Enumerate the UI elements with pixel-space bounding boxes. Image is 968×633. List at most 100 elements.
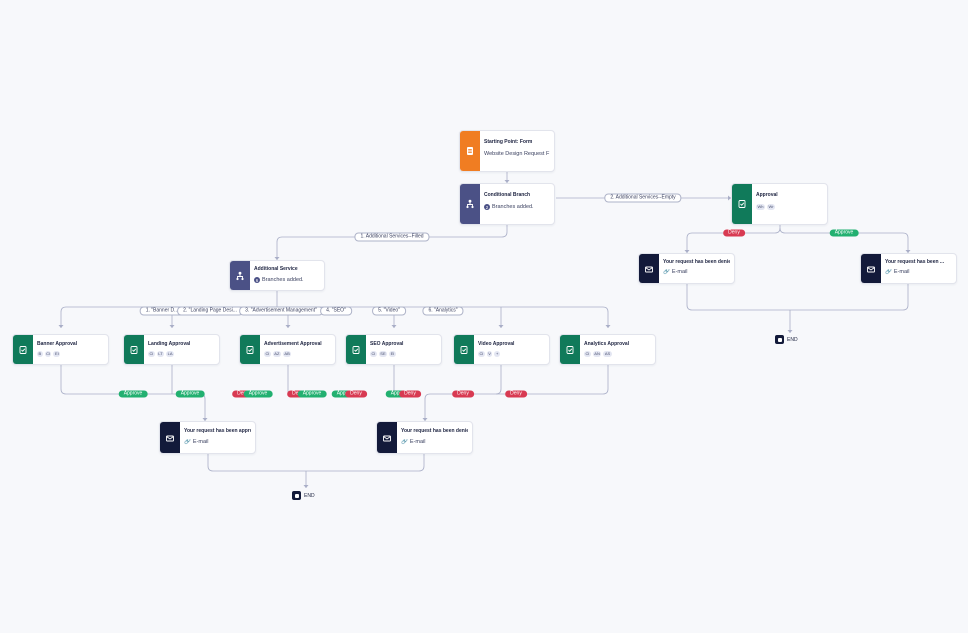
node-title: Your request has been ... bbox=[885, 259, 945, 265]
branch-label-seo[interactable]: 4. "SEO" bbox=[320, 306, 352, 316]
approver-chip: Cl bbox=[148, 351, 155, 357]
approver-chip: LT bbox=[156, 351, 165, 357]
channel-label: E-mail bbox=[893, 269, 910, 275]
node-subtitle: 🔗E-mail bbox=[184, 439, 251, 445]
branch-label-landing[interactable]: 2. "Landing Page Desi... bbox=[177, 306, 243, 316]
branch-label-analytics[interactable]: 6. "Analytics" bbox=[422, 306, 464, 316]
branch-count-badge: 2 bbox=[484, 204, 490, 210]
node-title: Banner Approval bbox=[37, 341, 78, 347]
node-subtitle: 🔗E-mail bbox=[663, 269, 730, 275]
approver-chip: Cl bbox=[584, 351, 591, 357]
stop-icon bbox=[775, 335, 784, 344]
end-marker-left[interactable]: END bbox=[292, 491, 315, 500]
deny-label[interactable]: Deny bbox=[399, 390, 421, 398]
approval-icon bbox=[240, 335, 260, 364]
approval-icon bbox=[124, 335, 144, 364]
approve-label[interactable]: Approve bbox=[175, 390, 205, 398]
deny-label[interactable]: Deny bbox=[723, 229, 745, 237]
approver-chip: AB bbox=[282, 351, 292, 357]
approver-chip: SE bbox=[378, 351, 388, 357]
approver-chip: + bbox=[494, 351, 500, 357]
approver-chip: V bbox=[486, 351, 493, 357]
branch-label-additional-empty[interactable]: 2. Additional Services--Empty bbox=[604, 193, 682, 203]
approver-chip: Cl bbox=[264, 351, 271, 357]
approver-chip: AZ bbox=[272, 351, 281, 357]
node-starting-form[interactable]: Starting Point: Form Website Design Requ… bbox=[459, 130, 555, 172]
approve-label[interactable]: Approve bbox=[829, 229, 859, 237]
end-label: END bbox=[304, 492, 315, 499]
node-email-approved[interactable]: Your request has been appro... 🔗E-mail bbox=[159, 421, 256, 454]
branch-icon bbox=[230, 261, 250, 290]
branch-icon bbox=[460, 184, 480, 224]
deny-label[interactable]: Deny bbox=[505, 390, 527, 398]
email-icon bbox=[861, 254, 881, 283]
approve-label[interactable]: Approve bbox=[297, 390, 327, 398]
deny-label[interactable]: Deny bbox=[232, 390, 254, 398]
email-icon bbox=[377, 422, 397, 453]
approve-label[interactable]: Approve bbox=[243, 390, 273, 398]
node-title: Conditional Branch bbox=[484, 192, 531, 198]
deny-label[interactable]: Deny bbox=[452, 390, 474, 398]
approve-label[interactable]: Approve bbox=[118, 390, 148, 398]
branch-label-additional-filled[interactable]: 1. Additional Services--Filled bbox=[354, 232, 430, 242]
approver-chip: AS bbox=[603, 351, 612, 357]
branch-status: Branches added. bbox=[492, 204, 534, 210]
branch-status: Branches added. bbox=[262, 277, 304, 283]
approver-chip: EI bbox=[389, 351, 396, 357]
branch-label-video[interactable]: 5. "Video" bbox=[372, 306, 406, 316]
node-title: Analytics Approval bbox=[584, 341, 630, 347]
form-icon bbox=[460, 131, 480, 171]
node-email-denied-right-2[interactable]: Your request has been ... 🔗E-mail bbox=[860, 253, 957, 284]
node-title: Additional Service bbox=[254, 266, 298, 272]
channel-label: E-mail bbox=[409, 439, 426, 445]
node-title: Your request has been appro... bbox=[184, 428, 251, 434]
approver-chip: Cl bbox=[370, 351, 377, 357]
end-label: END bbox=[787, 336, 798, 343]
channel-label: E-mail bbox=[671, 269, 688, 275]
channel-label: E-mail bbox=[192, 439, 209, 445]
link-icon: 🔗 bbox=[663, 269, 670, 275]
node-title: SEO Approval bbox=[370, 341, 404, 347]
node-title: Landing Approval bbox=[148, 341, 191, 347]
node-title: Advertisement Approval bbox=[264, 341, 322, 347]
approver-chip: Cl bbox=[44, 351, 52, 357]
node-email-denied-left[interactable]: Your request has been denied. 🔗E-mail bbox=[376, 421, 473, 454]
node-title: Starting Point: Form bbox=[484, 139, 533, 145]
node-subtitle: Website Design Request F bbox=[484, 151, 550, 157]
node-email-denied-right[interactable]: Your request has been denied. 🔗E-mail bbox=[638, 253, 735, 284]
approval-icon bbox=[13, 335, 33, 364]
deny-label[interactable]: Deny bbox=[345, 390, 367, 398]
node-subtitle: 🔗E-mail bbox=[885, 269, 952, 275]
approver-chip: B bbox=[37, 351, 43, 357]
approver-chip: Cl bbox=[478, 351, 485, 357]
end-marker-right[interactable]: END bbox=[775, 335, 798, 344]
node-title: Video Approval bbox=[478, 341, 515, 347]
stop-icon bbox=[292, 491, 301, 500]
approval-icon bbox=[454, 335, 474, 364]
branch-label-advertisement[interactable]: 3. "Advertisement Management" bbox=[239, 306, 323, 316]
approval-icon bbox=[560, 335, 580, 364]
approval-icon bbox=[346, 335, 366, 364]
branch-count-badge: 6 bbox=[254, 277, 260, 283]
link-icon: 🔗 bbox=[184, 439, 191, 445]
node-title: Your request has been denied. bbox=[663, 259, 730, 265]
approver-chip: AN bbox=[592, 351, 602, 357]
